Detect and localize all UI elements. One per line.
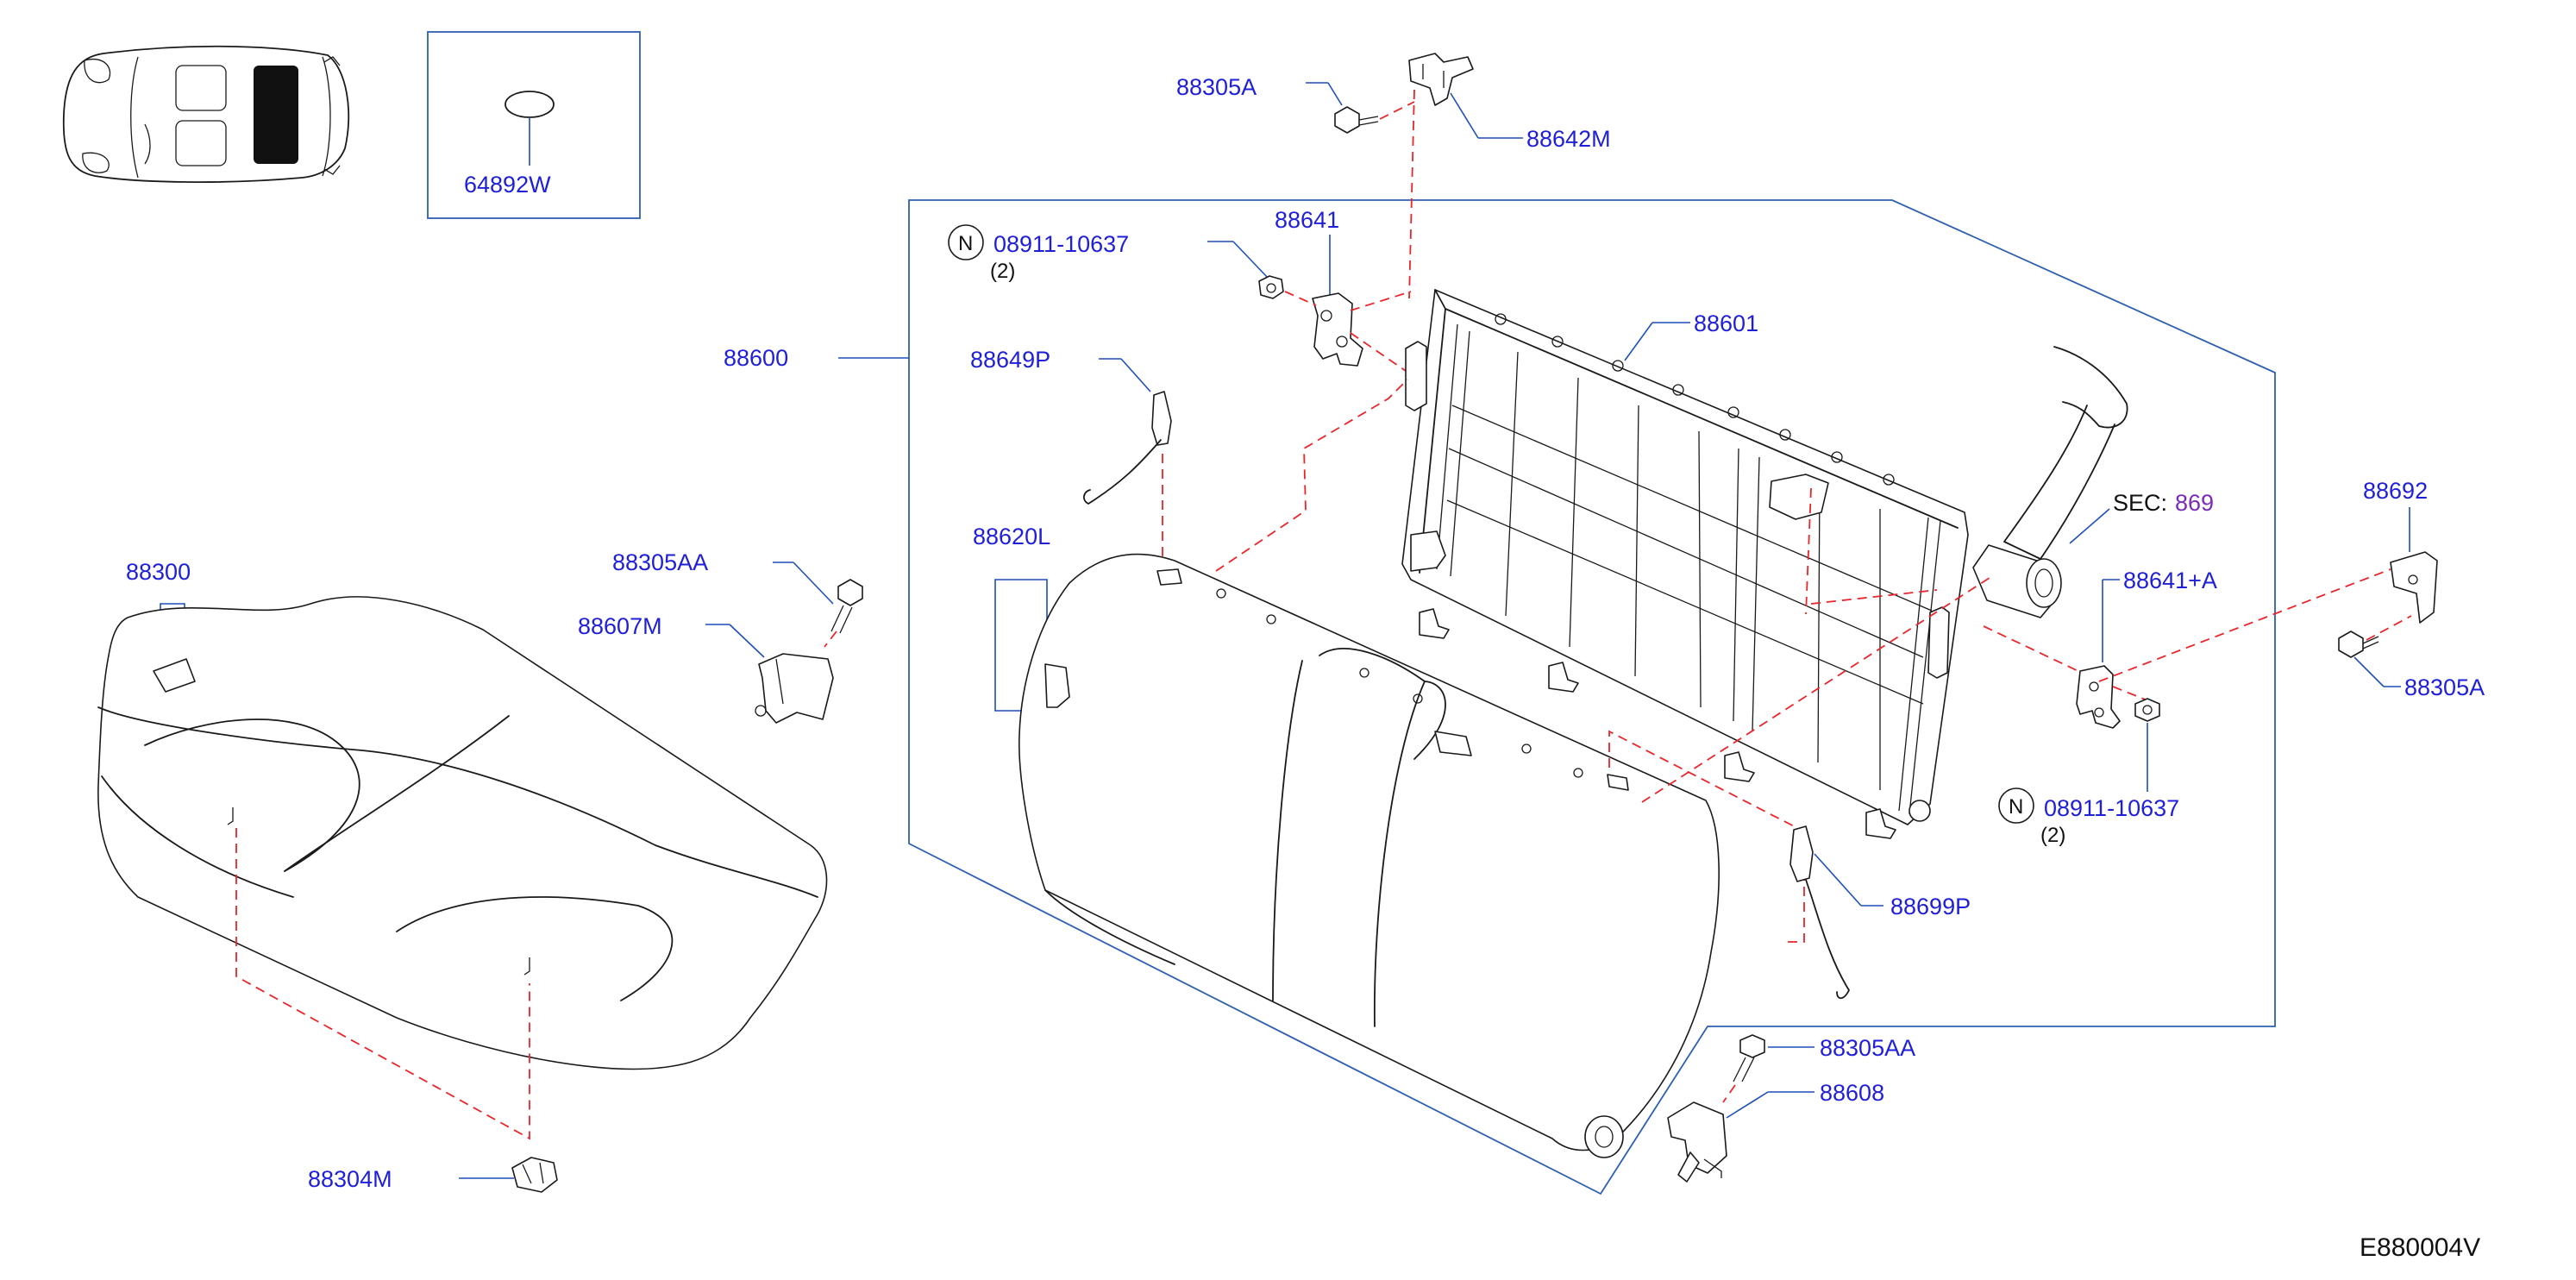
bolt-88305a-right xyxy=(2338,631,2379,658)
inset-box-64892w: 64892W xyxy=(427,31,641,219)
diagram-code: E880004V xyxy=(2360,1233,2480,1262)
seatbelt-retractor xyxy=(1972,346,2128,618)
label-88692[interactable]: 88692 xyxy=(2363,478,2428,504)
bracket-88608 xyxy=(1667,1101,1727,1183)
bracket-88692 xyxy=(2390,551,2438,624)
highlighted-rear-seat-icon xyxy=(254,66,298,164)
hook-88649p xyxy=(1083,391,1172,505)
label-64892w[interactable]: 64892W xyxy=(464,172,551,198)
label-88305aa-bottom[interactable]: 88305AA xyxy=(1820,1035,1915,1061)
label-88620l[interactable]: 88620L xyxy=(973,524,1050,549)
label-88607m[interactable]: 88607M xyxy=(578,613,662,639)
qty-08911-right: (2) xyxy=(2040,824,2065,847)
bolt-88305a-top xyxy=(1334,106,1379,134)
vehicle-locator-icon xyxy=(62,45,350,183)
label-88641[interactable]: 88641 xyxy=(1275,207,1339,233)
label-88641a[interactable]: 88641+A xyxy=(2123,568,2217,593)
label-88305a-top[interactable]: 88305A xyxy=(1176,74,1257,100)
nut-08911-right xyxy=(2134,698,2160,722)
label-08911-10637-left[interactable]: 08911-10637 xyxy=(993,231,1129,257)
seatback-frame-88601 xyxy=(1401,289,1969,839)
label-88305aa-left[interactable]: 88305AA xyxy=(612,549,708,575)
label-88300[interactable]: 88300 xyxy=(126,559,191,585)
nut-08911-left xyxy=(1258,275,1284,299)
nut-symbol-left: N xyxy=(948,224,984,260)
label-88649p[interactable]: 88649P xyxy=(970,347,1050,373)
nut-symbol-right: N xyxy=(1998,787,2034,824)
bracket-88607m xyxy=(755,653,834,724)
seatback-cushion-88620 xyxy=(1018,553,1720,1158)
label-08911-10637-right[interactable]: 08911-10637 xyxy=(2044,795,2179,821)
label-88608[interactable]: 88608 xyxy=(1820,1080,1884,1106)
group-frame-88600 xyxy=(908,199,2276,1195)
label-88305a-right[interactable]: 88305A xyxy=(2404,675,2485,700)
svg-text:N: N xyxy=(958,232,973,255)
latch-88641 xyxy=(1312,292,1363,367)
bolt-88305aa-bottom xyxy=(1733,1034,1765,1082)
bolt-88305aa-left xyxy=(830,579,863,634)
seat-cushion-88300 xyxy=(97,596,828,1070)
label-88699p[interactable]: 88699P xyxy=(1890,894,1971,919)
label-88600[interactable]: 88600 xyxy=(724,345,788,371)
hook-88699p xyxy=(1789,825,1850,1000)
sec-reference-label: SEC: xyxy=(2113,490,2167,516)
sec-869-link[interactable]: 869 xyxy=(2175,490,2214,516)
bracket-88642m xyxy=(1408,53,1474,106)
svg-text:N: N xyxy=(2009,795,2023,819)
clip-88304m xyxy=(511,1157,558,1193)
latch-88641a xyxy=(2076,665,2121,729)
label-88601[interactable]: 88601 xyxy=(1694,311,1758,336)
label-88304m[interactable]: 88304M xyxy=(308,1166,392,1192)
label-88642m[interactable]: 88642M xyxy=(1526,126,1611,152)
qty-08911-left: (2) xyxy=(990,260,1015,283)
